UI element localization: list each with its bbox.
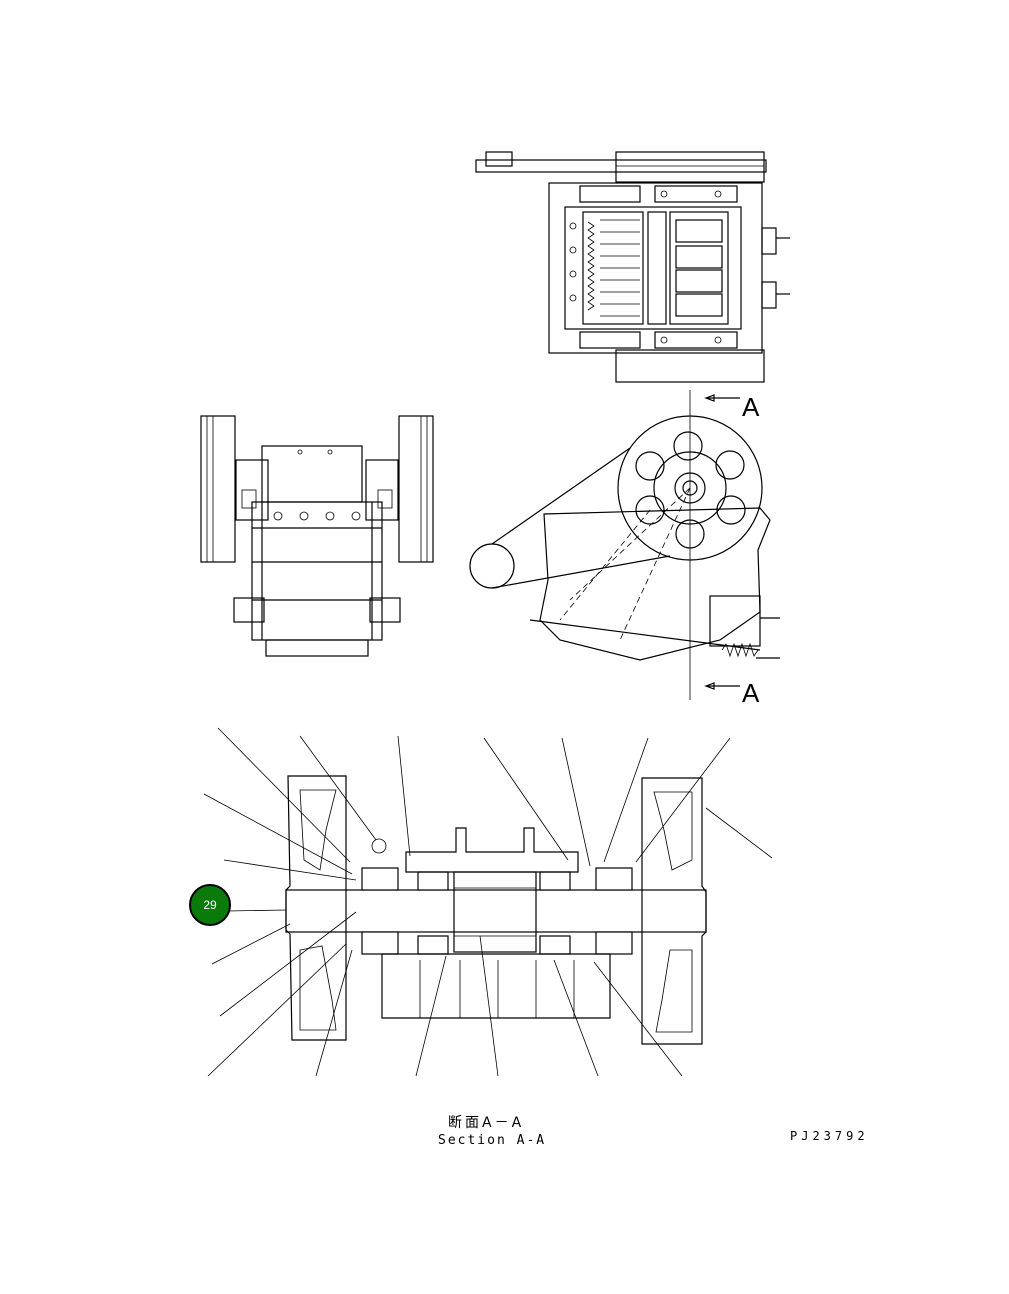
- section-marker-top: A: [742, 392, 760, 422]
- section-caption-english: Section A-A: [438, 1133, 546, 1148]
- callout-29[interactable]: 29: [189, 884, 231, 926]
- side-elevation-view: A A: [469, 390, 780, 708]
- callout-29-circle[interactable]: [189, 884, 231, 926]
- drawing-code: PJ23792: [790, 1129, 869, 1143]
- section-a-a-view: [203, 727, 773, 1077]
- callout-29-label: 29: [203, 898, 217, 912]
- front-elevation-view: [200, 415, 434, 657]
- section-caption-japanese: 断面A－A: [448, 1115, 524, 1131]
- top-plan-view: [475, 151, 790, 383]
- section-marker-bottom: A: [742, 678, 760, 708]
